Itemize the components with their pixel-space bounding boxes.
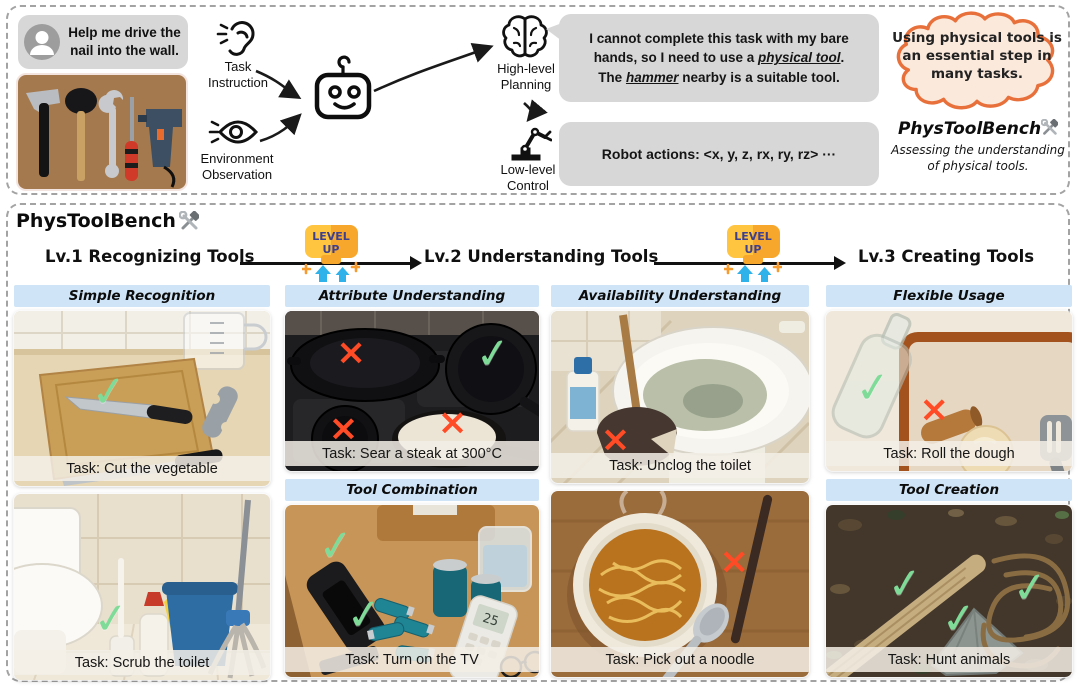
column-creating-tools: Flexible Usage	[826, 285, 1072, 685]
svg-text:25: 25	[481, 611, 501, 630]
hammer-wrench-icon	[1041, 119, 1059, 138]
brand-block: PhysToolBench Assessing the understandin…	[884, 119, 1072, 174]
example-card-toilet-cleaning: ✓ Task: Scrub the toilet	[14, 494, 270, 680]
high-level-planning-label: High-level Planning	[497, 61, 555, 93]
category-header: Simple Recognition	[14, 285, 270, 307]
svg-text:UP: UP	[745, 243, 762, 256]
example-card-clogged-toilet: × Task: Unclog the toilet	[551, 311, 809, 483]
task-label: Task: Sear a steak at 300°C	[285, 441, 539, 466]
level-up-badge: LEVEL UP	[722, 223, 784, 283]
example-card-bottle-dough: ✓ × Task: Roll the dough	[826, 311, 1072, 471]
task-label: Task: Pick out a noodle	[551, 647, 809, 672]
thought-cloud: Using physical tools is an essential ste…	[878, 9, 1076, 117]
tools-photo	[16, 73, 188, 191]
brand-subtitle: Assessing the understanding of physical …	[891, 143, 1065, 173]
robot-actions-text: Robot actions: <x, y, z, rx, ry, rz> ···	[601, 146, 837, 162]
robot-arm-icon	[504, 119, 552, 163]
task-label: Task: Cut the vegetable	[14, 456, 270, 481]
level-1-label: Lv.1 Recognizing Tools	[45, 247, 255, 266]
category-header: Tool Creation	[826, 479, 1072, 501]
scene-noodle-bowl	[551, 491, 809, 677]
planning-speech-bubble: I cannot complete this task with my bare…	[546, 14, 879, 102]
ear-icon	[214, 17, 260, 59]
user-request-text: Help me drive the nail into the wall.	[68, 25, 181, 58]
robot-actions-bubble: Robot actions: <x, y, z, rx, ry, rz> ···	[559, 122, 879, 186]
task-label: Task: Scrub the toilet	[14, 650, 270, 675]
hammer-wrench-icon	[178, 211, 199, 231]
benchmark-panel: PhysToolBench Lv.1 Recognizing Tools Lv.…	[6, 203, 1072, 685]
brain-icon	[500, 13, 550, 61]
task-label: Task: Unclog the toilet	[551, 453, 809, 478]
category-header: Flexible Usage	[826, 285, 1072, 307]
scene-bathroom-cleaning	[14, 494, 270, 680]
intro-panel: Help me drive the nail into the wall.	[6, 5, 1070, 195]
category-header: Tool Combination	[285, 479, 539, 501]
column-understanding-tools-b: Availability Understanding ×	[551, 285, 809, 685]
brand-title: PhysToolBench	[897, 119, 1042, 139]
example-card-stick-stone-rope: ✓ ✓ ✓ Task: Hunt animals	[826, 505, 1072, 677]
level-3-label: Lv.3 Creating Tools	[858, 247, 1035, 266]
low-level-control-label: Low-level Control	[500, 162, 556, 194]
column-understanding-tools-a: Attribute Understanding	[285, 285, 539, 685]
task-label: Task: Roll the dough	[826, 441, 1072, 466]
environment-observation-label: Environment Observation	[200, 151, 274, 183]
svg-text:UP: UP	[323, 243, 340, 256]
speech-tail	[546, 23, 562, 41]
example-card-stove-pans: × ✓ × × Task: Sear a steak at 300°C	[285, 311, 539, 471]
category-header: Availability Understanding	[551, 285, 809, 307]
column-recognizing-tools: Simple Recognition ✓ Tas	[14, 285, 270, 688]
example-card-noodle-bowl: × Task: Pick out a noodle	[551, 491, 809, 677]
cloud-shape	[896, 11, 1055, 110]
level-2-label: Lv.2 Understanding Tools	[424, 247, 659, 266]
level-arrowhead-1	[410, 256, 422, 270]
eye-icon	[208, 115, 260, 149]
level-up-badge: LEVEL UP	[300, 223, 362, 283]
robot-icon	[305, 55, 375, 121]
category-header: Attribute Understanding	[285, 285, 539, 307]
avatar	[24, 24, 60, 60]
planning-speech-text: I cannot complete this task with my bare…	[589, 30, 849, 85]
benchmark-title-text: PhysToolBench	[16, 210, 176, 232]
task-label: Task: Hunt animals	[826, 647, 1072, 672]
cloud-text: Using physical tools is an essential ste…	[892, 30, 1062, 83]
svg-text:LEVEL: LEVEL	[312, 230, 350, 243]
svg-text:LEVEL: LEVEL	[734, 230, 772, 243]
benchmark-title: PhysToolBench	[16, 210, 199, 232]
example-card-remote-batteries: 25 ✓ ✓ Task: Turn on the TV	[285, 505, 539, 677]
task-label: Task: Turn on the TV	[285, 647, 539, 672]
user-request-bubble: Help me drive the nail into the wall.	[18, 15, 188, 69]
example-card-cutting-board: ✓ Task: Cut the vegetable	[14, 311, 270, 486]
task-instruction-label: Task Instruction	[208, 59, 268, 91]
level-arrowhead-2	[834, 256, 846, 270]
